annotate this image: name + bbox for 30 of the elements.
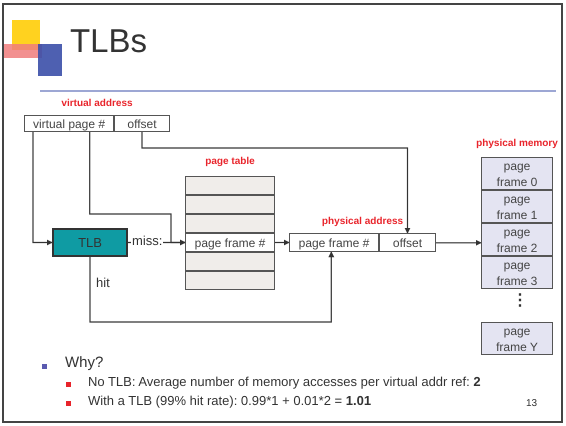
table-row: [185, 214, 275, 233]
group-heading: virtual address: [60, 98, 134, 109]
tlb-box: TLB: [52, 228, 128, 257]
ellipsis-mark: ⋮: [512, 294, 528, 308]
table-row: [185, 271, 275, 290]
group-heading: physical memory: [475, 138, 559, 149]
memory-frame: page frame Y: [481, 322, 553, 355]
group-heading: physical address: [320, 216, 404, 227]
edge-label: hit: [95, 275, 111, 290]
address-field: virtual page #: [24, 115, 114, 132]
table-entry: page frame #: [185, 233, 275, 252]
arrow: [141, 132, 410, 234]
bullet-text: No TLB: Average number of memory accesses per virtual addr ref: 2: [88, 374, 481, 389]
arrow: [275, 240, 290, 246]
arrow: [89, 251, 334, 323]
table-row: [185, 195, 275, 214]
edge-label: miss:: [131, 233, 164, 248]
bullet-text: With a TLB (99% hit rate): 0.99*1 + 0.01*2 = 1.01: [88, 393, 372, 408]
page-number: 13: [526, 398, 538, 409]
group-heading: page table: [204, 156, 256, 167]
arrow: [32, 132, 53, 246]
table-row: [185, 252, 275, 271]
address-field: offset: [114, 115, 170, 132]
address-field: page frame #: [289, 233, 379, 252]
arrow: [435, 240, 482, 246]
bullet-text: Why?: [65, 354, 104, 371]
memory-frame: page frame 3: [481, 256, 553, 289]
slide-title: TLBs: [70, 22, 148, 60]
table-row: [185, 176, 275, 195]
address-field: offset: [379, 233, 436, 252]
